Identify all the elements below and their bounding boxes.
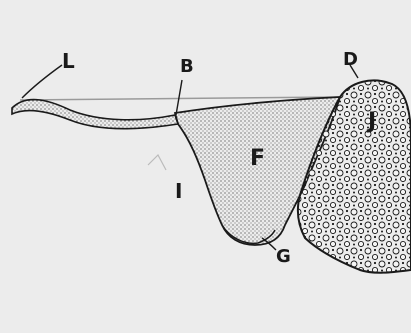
label-g: G bbox=[276, 246, 291, 267]
label-i: I bbox=[175, 179, 182, 203]
left-layer bbox=[12, 100, 178, 129]
leader-b bbox=[176, 80, 182, 115]
label-l: L bbox=[62, 49, 75, 73]
label-d: D bbox=[343, 49, 358, 70]
label-j: J bbox=[366, 109, 376, 134]
label-b: B bbox=[180, 56, 194, 77]
stray-mark bbox=[148, 155, 166, 170]
leader-l bbox=[22, 65, 62, 98]
label-f: F bbox=[250, 146, 265, 171]
